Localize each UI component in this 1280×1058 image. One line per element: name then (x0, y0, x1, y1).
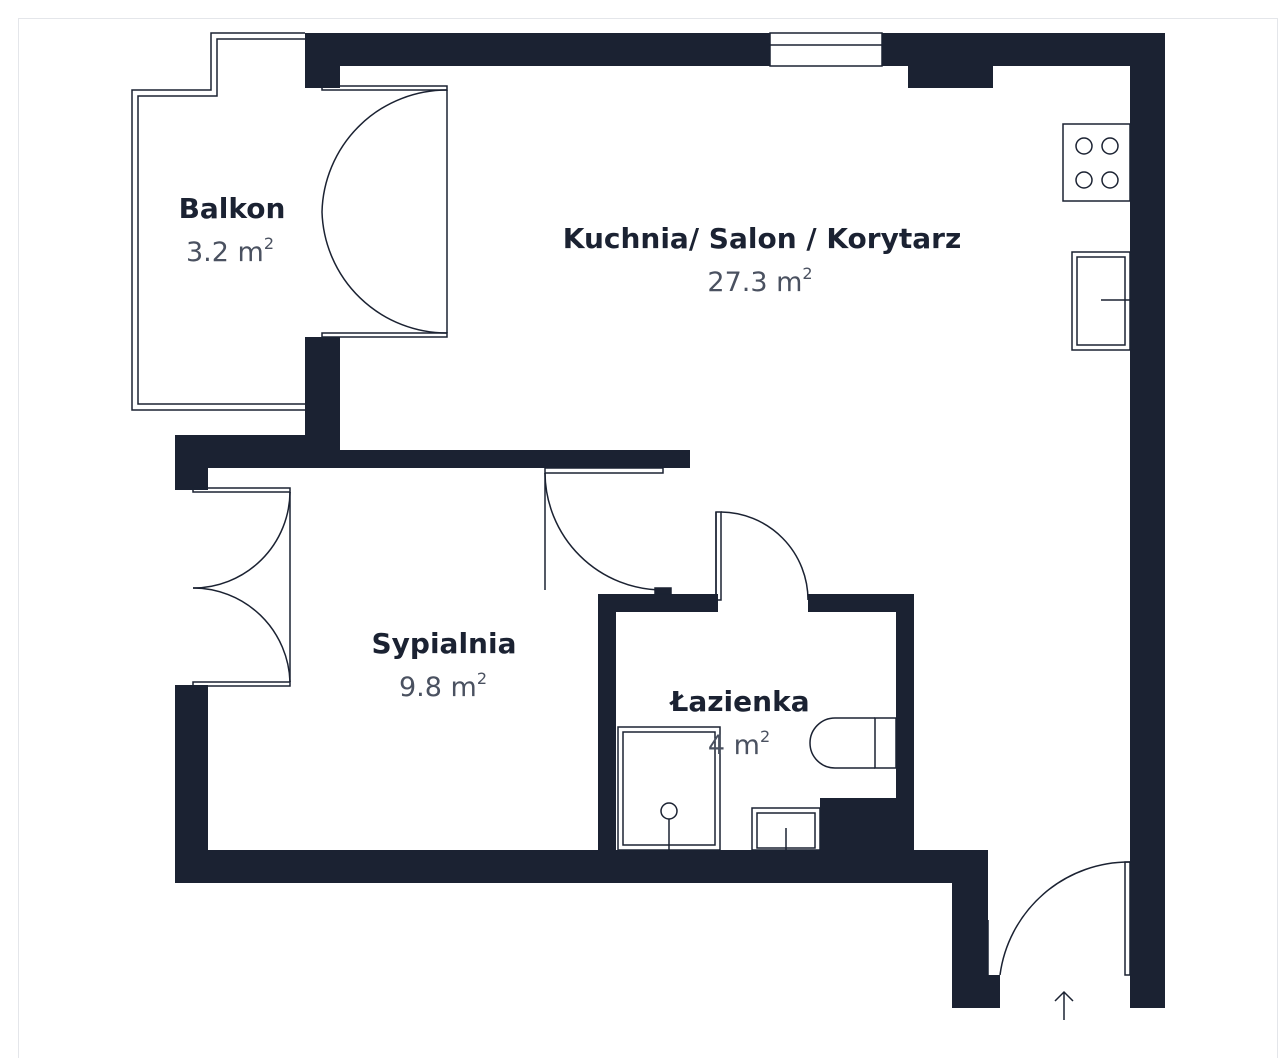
sypialnia-name: Sypialnia (372, 627, 517, 660)
wall-left-upper (305, 33, 340, 88)
fixtures (617, 123, 1131, 1020)
sypialnia-area: 9.8 m2 (399, 669, 487, 703)
balcony-outline-outer (131, 32, 305, 411)
toilet-icon (809, 717, 897, 769)
shower-icon (617, 726, 721, 851)
entrance-door-frame (1124, 861, 1131, 976)
balkon-name: Balkon (179, 192, 286, 225)
bedroom-door-arc-bottom (192, 587, 291, 683)
cooktop-icon (1062, 123, 1131, 202)
bedroom-inner-door-arc (544, 472, 664, 591)
kitchen-sink-icon (1071, 251, 1131, 351)
wall-bath-left (598, 594, 616, 854)
wall-bath-right (896, 594, 914, 854)
bedroom-door-frame-top (192, 487, 291, 493)
wall-bath-block (820, 798, 914, 858)
balcony-door-frame-bottom (321, 332, 448, 338)
balcony-door-frame-top (321, 85, 448, 91)
room-labels: Balkon 3.2 m2 Kuchnia/ Salon / Korytarz … (179, 192, 962, 761)
wall-top-left (305, 33, 770, 66)
bedroom-door-frame-bottom (192, 681, 291, 687)
wall-bath-top-left (598, 594, 718, 612)
lazienka-name: Łazienka (668, 685, 809, 718)
balcony-door-arc-top (321, 89, 448, 213)
wall-bath-top-right (808, 594, 914, 612)
windows (131, 32, 883, 411)
doors (192, 85, 1131, 976)
balcony-outline-inner (137, 38, 305, 405)
wall-partition-long (175, 450, 690, 468)
kuchnia-name: Kuchnia/ Salon / Korytarz (563, 222, 962, 255)
balcony-door-arc-bottom (321, 211, 448, 334)
entrance-door-arc (999, 861, 1131, 976)
kuchnia-area: 27.3 m2 (707, 264, 812, 298)
bedroom-inner-door-frame (544, 467, 664, 474)
walls (175, 33, 1165, 1008)
bathroom-door-arc (720, 511, 809, 601)
bedroom-inner-door-stop (654, 587, 672, 595)
wall-right (1130, 33, 1165, 1008)
wall-top-pillar (908, 60, 993, 88)
lazienka-area: 4 m2 (708, 727, 770, 761)
wall-entrance-stub (952, 975, 1000, 1008)
bedroom-door-arc-top (192, 491, 291, 589)
window-top (769, 32, 883, 67)
wall-bedroom-left-top (175, 435, 208, 490)
bathroom-door-frame (715, 511, 722, 601)
entrance-arrow-icon (1054, 990, 1074, 1020)
floor-plan-frame (18, 18, 1278, 1058)
balkon-area: 3.2 m2 (186, 234, 274, 268)
bathroom-sink-icon (751, 807, 821, 851)
